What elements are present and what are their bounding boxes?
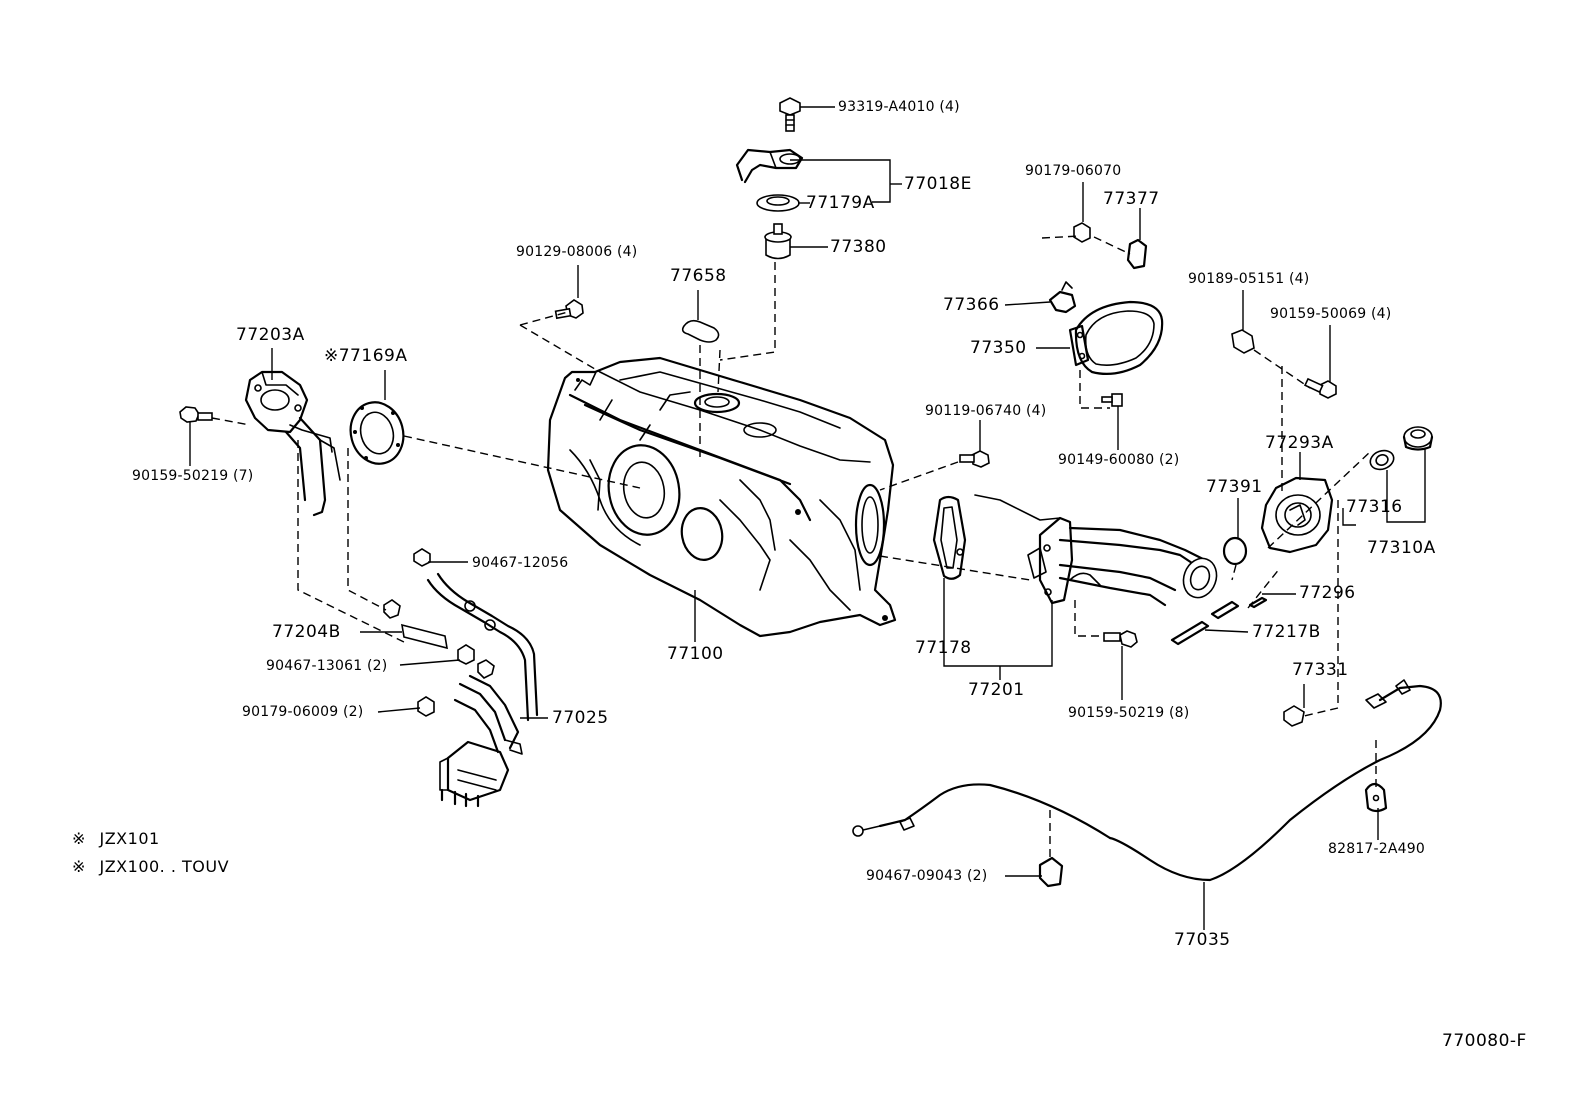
label-77377: 77377 [1103, 189, 1160, 209]
label-90467-13061: 90467-13061 (2) [266, 658, 388, 674]
label-77331: 77331 [1292, 660, 1349, 680]
label-77203A: 77203A [236, 325, 305, 345]
label-90179-06070: 90179-06070 [1025, 163, 1122, 179]
label-90119: 90119-06740 (4) [925, 403, 1047, 419]
label-77380: 77380 [830, 237, 887, 257]
strap-77658-drawing [681, 319, 720, 343]
note-text: JZX101 [99, 829, 160, 848]
label-77100: 77100 [667, 644, 724, 664]
label-77391: 77391 [1206, 477, 1263, 497]
part-77331-drawing [1283, 705, 1305, 727]
bolt-90129-drawing [554, 299, 584, 320]
label-90149: 90149-60080 (2) [1058, 452, 1180, 468]
label-77310A: 77310A [1367, 538, 1436, 558]
nut-90179-bottom-drawing [417, 696, 435, 717]
cable-77035-drawing [852, 679, 1442, 882]
gasket-77178-drawing [932, 495, 967, 580]
note-jzx100: ※ JZX100. . TOUV [72, 859, 229, 875]
clamp-90467a-drawing [413, 548, 431, 567]
label-77035: 77035 [1174, 930, 1231, 950]
bolt-90159-right-drawing [1303, 377, 1337, 399]
clip-82817-drawing [1364, 782, 1388, 813]
label-90467-09043: 90467-09043 (2) [866, 868, 988, 884]
note-jzx101: ※ JZX101 [72, 831, 160, 847]
label-77217B: 77217B [1252, 622, 1321, 642]
label-77366: 77366 [943, 295, 1000, 315]
label-77293A: 77293A [1265, 433, 1334, 453]
bolt-93319-drawing [779, 97, 801, 132]
label-77296: 77296 [1299, 583, 1356, 603]
hose-upper-drawing [426, 572, 539, 722]
label-90159-50069: 90159-50069 (4) [1270, 306, 1392, 322]
label-90179-06009: 90179-06009 (2) [242, 704, 364, 720]
label-77350: 77350 [970, 338, 1027, 358]
clip-90149-drawing [1101, 393, 1123, 407]
fuel-tank-77100-drawing [546, 356, 897, 638]
bolt-90159-left-drawing [179, 406, 213, 423]
cap-77310A-drawing [1402, 426, 1434, 451]
note-text: JZX100. . TOUV [99, 857, 230, 876]
label-93319: 93319-A4010 (4) [838, 99, 960, 115]
gasket-77169A-drawing [349, 401, 405, 465]
label-77179A: 77179A [806, 193, 875, 213]
bracket-77018E-drawing [735, 148, 804, 184]
bolt-90159-lower-drawing [1103, 630, 1138, 648]
label-82817: 82817-2A490 [1328, 841, 1425, 857]
label-77316: 77316 [1346, 497, 1403, 517]
pump-77203A-drawing [244, 370, 341, 517]
label-77204B: 77204B [272, 622, 341, 642]
part-77366-drawing [1048, 281, 1077, 314]
clamp-90467b-drawing [457, 644, 495, 679]
diagram-id: 770080-F [1442, 1031, 1527, 1051]
label-90159-50219-8: 90159-50219 (8) [1068, 705, 1190, 721]
label-90159-50219-7: 90159-50219 (7) [132, 468, 254, 484]
bolt-90119-drawing [959, 450, 990, 468]
ring-77316-drawing [1369, 449, 1395, 471]
label-77169A: ※77169A [324, 346, 408, 366]
lid-77350-drawing [1068, 300, 1164, 375]
label-77018E: 77018E [904, 174, 972, 194]
plate-77293A-drawing [1260, 476, 1334, 554]
ring-77391-drawing [1222, 536, 1248, 566]
nut-90189-drawing [1231, 329, 1255, 354]
clamp-90467c-drawing [1038, 856, 1064, 888]
filter-77380-drawing [764, 223, 792, 260]
label-77201: 77201 [968, 680, 1025, 700]
label-90189: 90189-05151 (4) [1188, 271, 1310, 287]
note-mark: ※ [72, 857, 86, 876]
ring-77179A-drawing [756, 194, 800, 212]
filler-pipe-77201-drawing [974, 494, 1218, 607]
label-90467-12056: 90467-12056 [472, 555, 569, 571]
label-77178: 77178 [915, 638, 972, 658]
label-90129: 90129-08006 (4) [516, 244, 638, 260]
hose-77204B-drawing [383, 599, 448, 650]
label-77025: 77025 [552, 708, 609, 728]
part-77377-drawing [1126, 238, 1148, 270]
hose-77296-drawing [1248, 596, 1268, 609]
sender-77025-drawing [439, 674, 523, 808]
note-mark: ※ [72, 829, 86, 848]
nut-90179-top-drawing [1073, 222, 1091, 243]
hose-77217B-drawing [1170, 600, 1240, 646]
label-77658: 77658 [670, 266, 727, 286]
